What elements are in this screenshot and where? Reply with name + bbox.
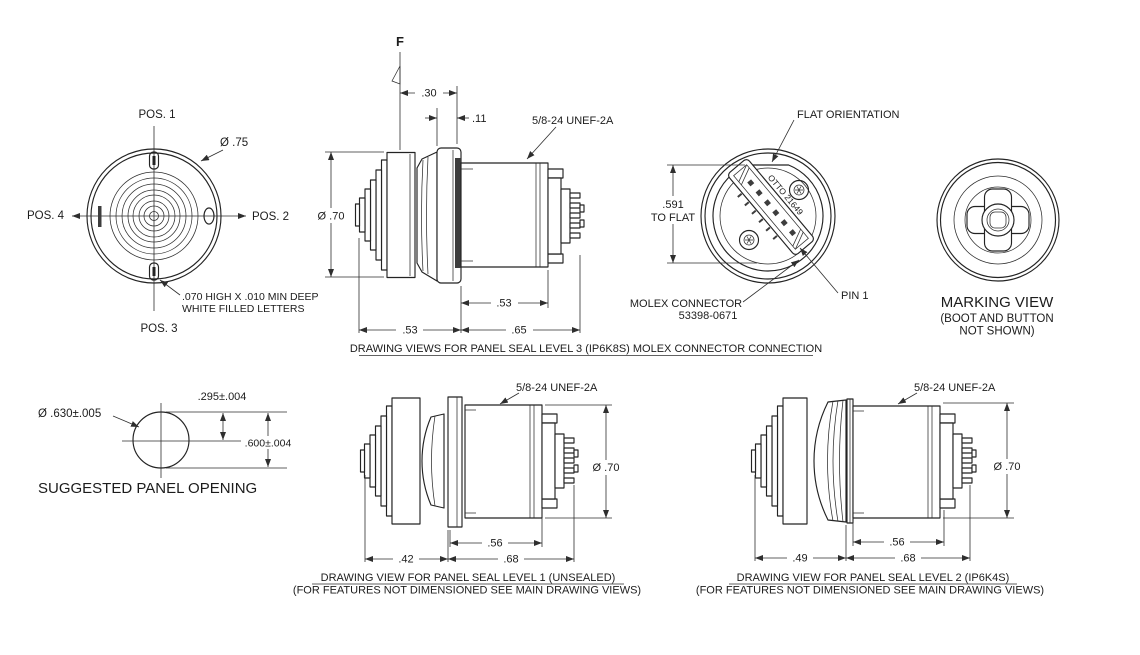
level1-dim-42: .42 [398,554,413,566]
connector-profile [939,413,977,509]
main-thread-callout: 5/8-24 UNEF-2A [532,115,614,127]
level1-side-view: 5/8-24 UNEF-2A Ø .70 .56 .42 .68 DRAWING… [293,382,641,597]
main-caption: DRAWING VIEWS FOR PANEL SEAL LEVEL 3 (IP… [350,343,822,355]
level1-caption-line2: (FOR FEATURES NOT DIMENSIONED SEE MAIN D… [293,585,641,597]
screw-bottom-left [738,229,760,251]
marking-view-title: MARKING VIEW [941,294,1054,311]
dim-30: .30 [421,88,436,100]
front-view: POS. 1 POS. 2 POS. 3 POS. 4 Ø .75 .070 H… [27,109,319,335]
dim-295: .295±.004 [198,391,247,403]
level2-dim-49: .49 [792,553,807,565]
boot-steps [750,405,784,517]
flat-orientation-label: FLAT ORIENTATION [797,109,900,121]
level1-thread-callout: 5/8-24 UNEF-2A [516,382,598,394]
marking-view-sub1: (BOOT AND BUTTON [940,313,1053,325]
marking-view-sub2: NOT SHOWN) [959,326,1034,338]
dim-53-front: .53 [402,325,417,337]
panel-dia-label: Ø .630±.005 [38,408,101,420]
level2-caption-line1: DRAWING VIEW FOR PANEL SEAL LEVEL 2 (IP6… [737,572,1010,584]
level1-dim-56: .56 [487,538,502,550]
dim-65: .65 [511,325,526,337]
to-flat-label: TO FLAT [651,212,695,224]
molex-label-line2: 53398-0671 [679,310,738,322]
pos2-label: POS. 2 [252,211,289,223]
level2-caption-line2: (FOR FEATURES NOT DIMENSIONED SEE MAIN D… [696,585,1044,597]
level2-thread-callout: 5/8-24 UNEF-2A [914,382,996,394]
connector-profile [541,413,579,509]
pos4-label: POS. 4 [27,210,65,222]
level2-dim-68: .68 [900,553,915,565]
pin1-label: PIN 1 [841,290,869,302]
letters-note-line1: .070 HIGH X .010 MIN DEEP [182,291,319,303]
marking-view: MARKING VIEW (BOOT AND BUTTON NOT SHOWN) [936,158,1060,338]
position-marker-top [148,151,160,170]
rear-view: OTTO 21649 FLAT ORIENTATION .591 TO FLAT… [630,109,900,322]
pos3-label: POS. 3 [140,323,177,335]
f-flag-label: F [396,34,404,49]
panel-opening-title: SUGGESTED PANEL OPENING [38,480,257,497]
position-marker-left [98,206,102,227]
molex-label-line1: MOLEX CONNECTOR [630,298,742,310]
front-dia-label: Ø .75 [220,137,248,149]
letters-note-line2: WHITE FILLED LETTERS [182,303,305,315]
dim-600: .600±.004 [245,438,292,450]
level1-dia-70: Ø .70 [593,462,620,474]
level2-dim-56: .56 [889,537,904,549]
position-marker-bottom [148,262,160,281]
dim-53-body: .53 [496,298,511,310]
level1-caption-line1: DRAWING VIEW FOR PANEL SEAL LEVEL 1 (UNS… [321,572,616,584]
dim-11: .11 [472,113,486,125]
main-side-view: F .30 .11 5/8-24 UNEF-2A Ø .70 .53 . [313,34,822,356]
level1-dim-68: .68 [503,554,518,566]
panel-opening-view: .295±.004 .600±.004 Ø .630±.005 SUGGESTE… [38,391,296,497]
position-marker-right [203,207,215,225]
dim-591: .591 [662,199,683,211]
level2-dia-70: Ø .70 [994,461,1021,473]
screw-top-right [788,179,810,201]
main-dia-70: Ø .70 [318,211,345,223]
level2-side-view: 5/8-24 UNEF-2A Ø .70 .56 .49 .68 DRAWING… [696,382,1044,597]
connector-profile [547,168,585,264]
boot-steps [354,159,388,271]
pos1-label: POS. 1 [138,109,175,121]
